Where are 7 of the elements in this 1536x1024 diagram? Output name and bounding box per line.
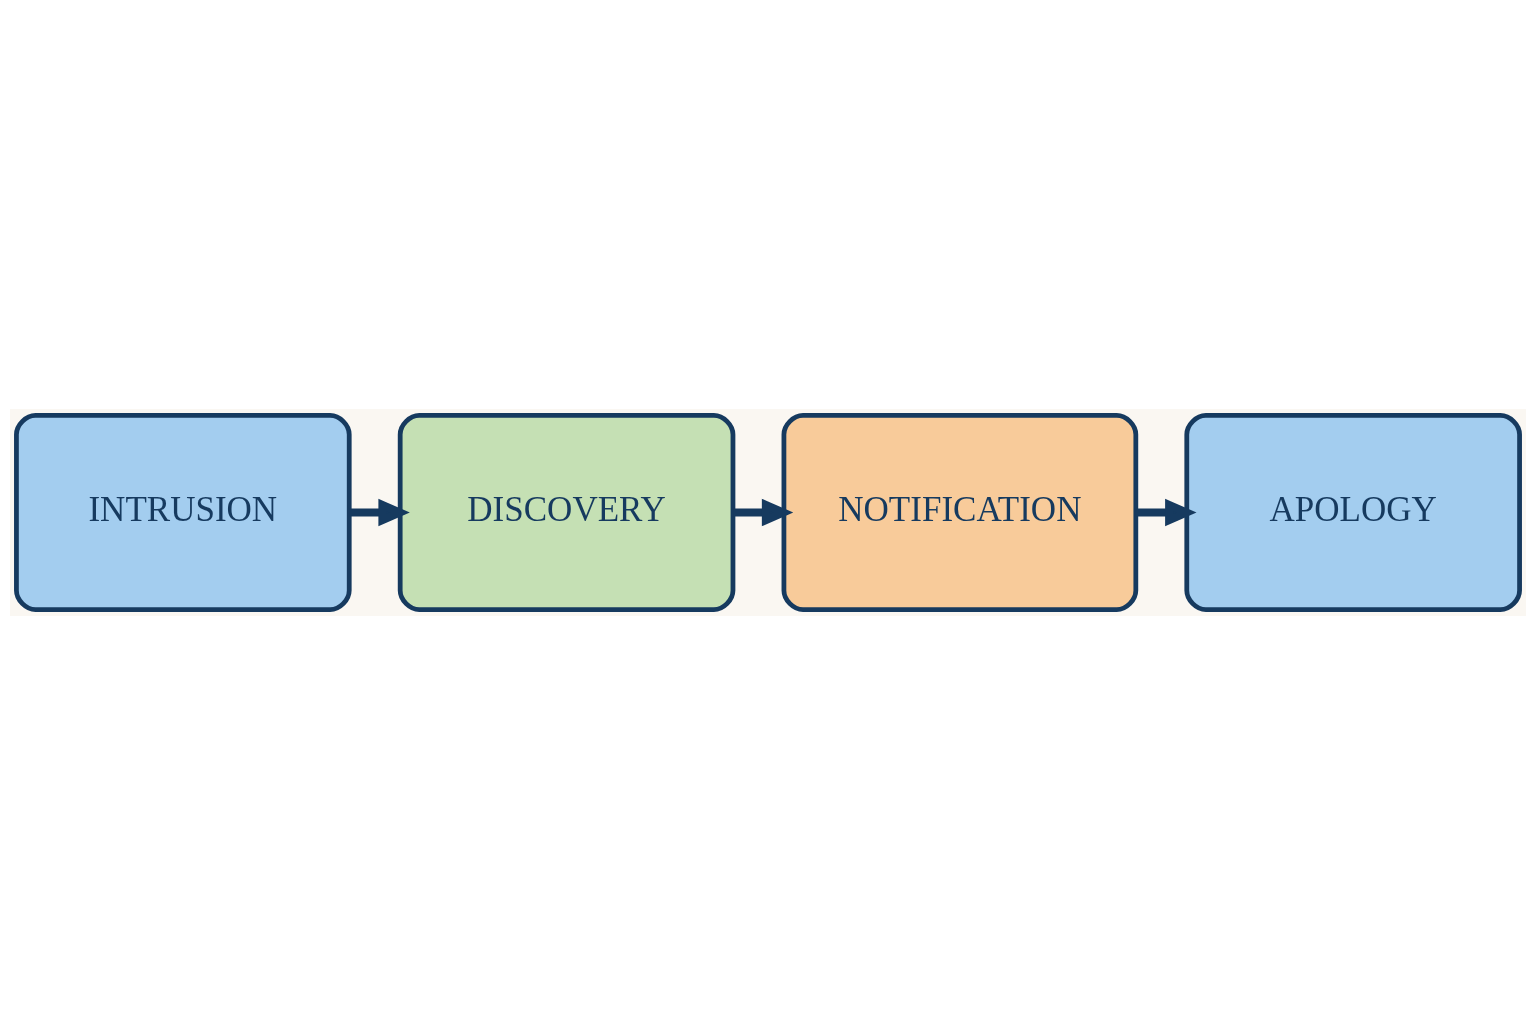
arrow	[1136, 498, 1197, 526]
arrow	[733, 498, 794, 526]
node-box: APOLOGY	[1184, 412, 1522, 612]
arrow	[349, 498, 410, 526]
node-box: NOTIFICATION	[781, 412, 1139, 612]
node-box: INTRUSION	[14, 412, 352, 612]
node-box: DISCOVERY	[397, 412, 736, 612]
